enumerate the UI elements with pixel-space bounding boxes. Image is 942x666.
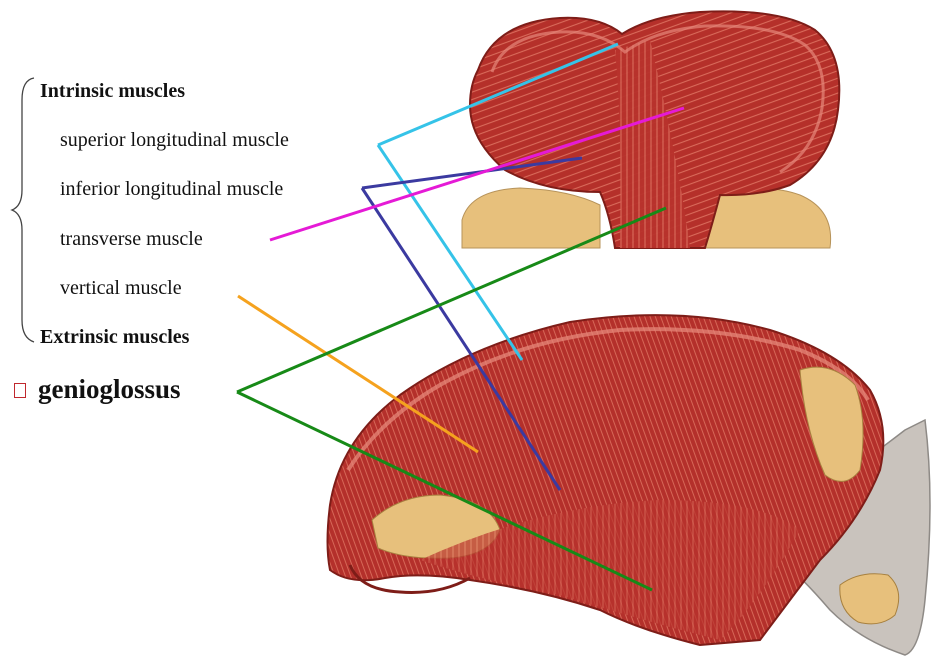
square-bullet-icon [14,383,26,398]
label-transverse: transverse muscle [60,229,203,249]
intrinsic-heading: Intrinsic muscles [40,81,185,101]
tongue-sagittal-section [328,315,931,655]
extrinsic-heading: Extrinsic muscles [40,327,189,347]
tongue-cross-section [462,11,839,248]
label-superior-longitudinal: superior longitudinal muscle [60,130,289,150]
label-vertical: vertical muscle [60,278,182,298]
label-inferior-longitudinal: inferior longitudinal muscle [60,179,283,199]
label-genioglossus: genioglossus [38,376,181,403]
cross-section-fat-left [462,188,600,248]
intrinsic-bracket [12,78,34,342]
